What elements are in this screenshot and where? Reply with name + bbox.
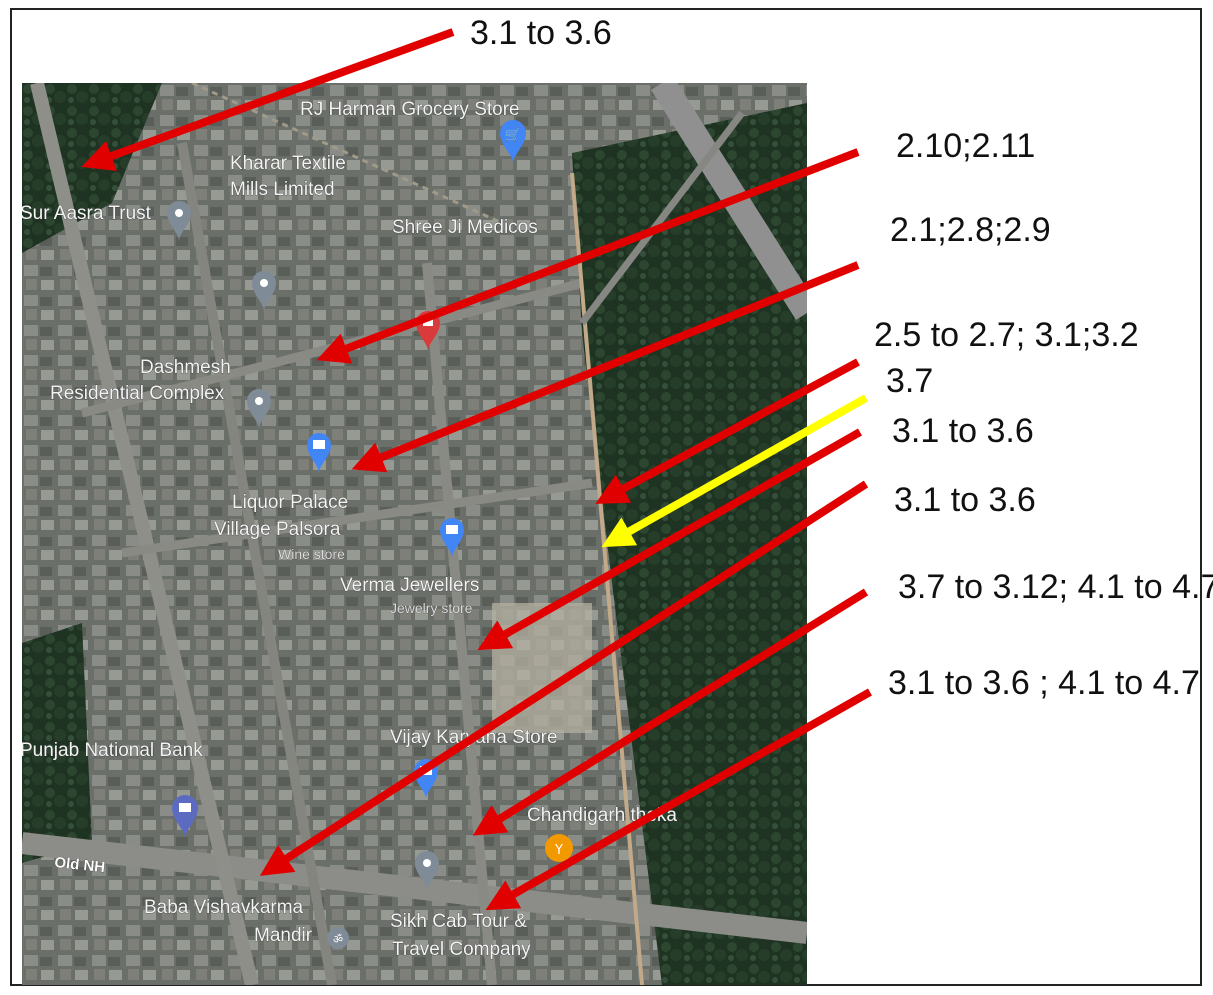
west-road bbox=[30, 83, 259, 985]
label-kharar-textile: Kharar Textile bbox=[230, 153, 346, 174]
label-baba-2: Mandir bbox=[254, 925, 313, 946]
marker-liquor-palace[interactable] bbox=[307, 433, 331, 473]
label-vijay: Vijay Karyana Store bbox=[390, 727, 558, 748]
label-old-nh: Old NH bbox=[54, 854, 106, 876]
marker-chandigarh-theka[interactable]: Y bbox=[545, 834, 573, 862]
trees-west bbox=[22, 623, 92, 863]
svg-text:ॐ: ॐ bbox=[333, 933, 343, 946]
marker-baba[interactable]: ॐ bbox=[327, 927, 349, 949]
label-pnb: Punjab National Bank bbox=[22, 740, 203, 761]
label-sikh-cab-2: Travel Company bbox=[392, 939, 531, 960]
satellite-map[interactable]: 🛒 bbox=[22, 83, 807, 985]
marker-dashmesh[interactable] bbox=[247, 389, 271, 429]
open-ground bbox=[492, 603, 592, 733]
label-verma: Verma Jewellers bbox=[340, 575, 479, 596]
label-liquor-palace-2: Village Palsora bbox=[214, 519, 341, 540]
marker-kharar-textile[interactable] bbox=[252, 271, 276, 311]
marker-pnb[interactable] bbox=[172, 795, 198, 838]
label-wine-store: Wine store bbox=[278, 546, 345, 562]
label-chandigarh-theka: Chandigarh theka bbox=[527, 805, 677, 826]
label-dashmesh-2: Residential Complex bbox=[50, 383, 225, 404]
label-sikh-cab: Sikh Cab Tour & bbox=[390, 911, 527, 932]
image-frame bbox=[10, 8, 1202, 986]
label-sur-aasra: Sur Aasra Trust bbox=[22, 203, 152, 224]
label-kharar-textile-2: Mills Limited bbox=[230, 179, 335, 200]
marker-sur-aasra[interactable] bbox=[167, 201, 191, 241]
marker-rj-harman[interactable]: 🛒 bbox=[500, 120, 526, 163]
label-shree-ji: Shree Ji Medicos bbox=[392, 217, 538, 238]
map-canvas: 🛒 bbox=[22, 83, 807, 985]
label-verma-sub: Jewelry store bbox=[390, 600, 473, 616]
label-rj-harman: RJ Harman Grocery Store bbox=[300, 99, 520, 120]
label-dashmesh: Dashmesh bbox=[140, 357, 231, 378]
label-baba: Baba Vishavkarma bbox=[144, 897, 304, 918]
label-liquor-palace: Liquor Palace bbox=[232, 492, 348, 513]
svg-text:Y: Y bbox=[554, 843, 563, 858]
old-nh-road bbox=[22, 832, 807, 944]
svg-text:🛒: 🛒 bbox=[505, 127, 521, 143]
